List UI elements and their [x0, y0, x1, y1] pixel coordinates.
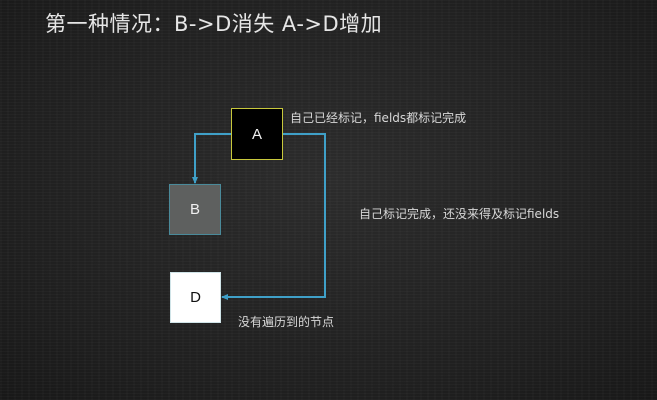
node-b: B: [169, 184, 221, 235]
node-a-label: A: [251, 125, 262, 143]
node-d: D: [170, 272, 221, 323]
node-d-label: D: [190, 289, 201, 306]
slide-title: 第一种情况：B->D消失 A->D增加: [45, 12, 383, 36]
edge-a-to-d: [221, 133, 326, 300]
edge-a-to-b: [192, 133, 231, 184]
node-b-label: B: [189, 201, 200, 218]
annotation-node-b: 自己标记完成，还没来得及标记fields: [359, 207, 560, 221]
annotation-node-d: 没有遍历到的节点: [238, 315, 335, 329]
annotation-node-a: 自己已经标记，fields都标记完成: [290, 111, 467, 125]
node-a: A: [231, 108, 283, 160]
